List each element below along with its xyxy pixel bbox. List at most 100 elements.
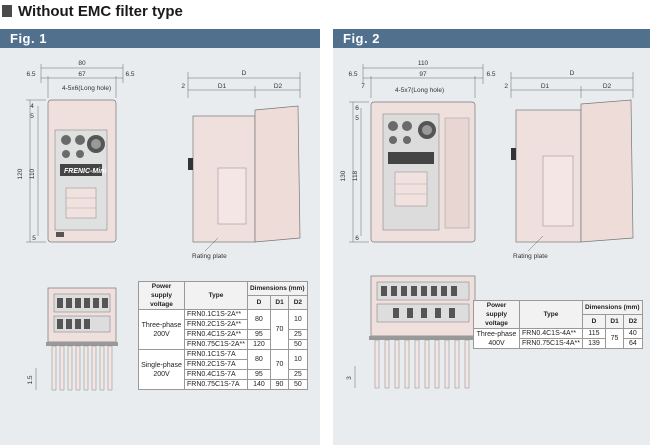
fig1-group2-label: Single-phase 200V — [138, 349, 185, 390]
fig1-th-D1: D1 — [269, 295, 290, 310]
fig1-width-total: 80 — [78, 60, 86, 67]
fig1-bottom-view: 1.5 — [27, 287, 118, 391]
fig1-drawing: 80 67 6.5 6.5 4-5x6(Long hole) 120 110 4… — [17, 60, 301, 391]
page-title-text: Without EMC filter type — [18, 2, 183, 20]
fig2-group-label: Three-phase 400V — [473, 328, 520, 349]
fig1-dimensions-table: Power supply voltage Type Dimensions (mm… — [138, 281, 308, 390]
D1-cell: 90 — [269, 379, 290, 390]
fig1-bottom-fin: 1.5 — [27, 375, 34, 384]
page-title: Without EMC filter type — [0, 0, 183, 22]
fig1-th-D2: D2 — [288, 295, 308, 310]
fig1-top-b: 5 — [30, 113, 34, 120]
fig1-th-type: Type — [184, 281, 248, 310]
fig2-th-D2: D2 — [623, 314, 643, 329]
type-cell: FRN0.75C1S-7A — [184, 379, 248, 390]
fig1-bottom-a: 5 — [32, 235, 36, 242]
fig1-heading: Fig. 1 — [0, 29, 320, 48]
fig2-height-total: 130 — [340, 170, 347, 181]
title-square-icon — [2, 5, 12, 17]
D2-cell: 64 — [623, 338, 643, 349]
D-cell: 120 — [246, 339, 271, 350]
fig2-rating-plate: Rating plate — [513, 253, 548, 260]
fig2-width-total: 110 — [418, 60, 429, 67]
fig1-D2: D2 — [274, 83, 283, 90]
fig2-th-supply: Power supply voltage — [473, 300, 520, 329]
fig2-drawing: 110 97 6.5 6.5 7 4-5x7(Long hole) 130 11… — [340, 60, 634, 389]
fig2-panel: Fig. 2 110 97 6.5 6.5 7 4-5x7(Long hole)… — [333, 29, 650, 445]
D-cell: 115 — [581, 328, 606, 339]
fig2-left-7: 7 — [361, 83, 365, 90]
fig2-bottom-fin: 3 — [346, 376, 353, 380]
D-cell: 95 — [246, 369, 271, 380]
D-cell: 140 — [246, 379, 271, 390]
fig2-dimensions-table: Power supply voltage Type Dimensions (mm… — [473, 300, 643, 349]
type-cell: FRN0.4C1S-7A — [184, 369, 248, 380]
fig2-bottom-a: 6 — [355, 235, 359, 242]
fig1-side-left: 6.5 — [26, 71, 35, 78]
table-row: FRN0.75C1S-4A** 139 64 — [474, 338, 643, 349]
fig2-th-dims: Dimensions (mm) — [581, 300, 643, 315]
fig1-front-view: FRENIC-Mini — [47, 99, 117, 243]
table-row: FRN0.75C1S-7A 140 90 50 — [139, 379, 308, 390]
fig2-th-D1: D1 — [604, 314, 625, 329]
fig1-side-view: 2 D D1 D2 Rating plate — [181, 70, 301, 260]
D-cell: 80 — [246, 349, 271, 370]
fig1-D1: D1 — [218, 83, 227, 90]
fig2-D1: D1 — [541, 83, 550, 90]
fig1-D: D — [242, 70, 247, 77]
type-cell: FRN0.4C1S-4A** — [519, 328, 583, 339]
fig1-group1-label: Three-phase 200V — [138, 309, 185, 350]
fig2-side-left: 6.5 — [348, 71, 357, 78]
D2-cell: 50 — [288, 339, 308, 350]
fig2-side-right: 6.5 — [486, 71, 495, 78]
fig2-th-D: D — [581, 314, 606, 329]
table-row: Single-phase 200V FRN0.1C1S-7A 80 70 10 — [138, 349, 308, 390]
fig1-rating-plate: Rating plate — [192, 253, 227, 260]
D-cell: 95 — [246, 329, 271, 340]
D2-cell: 10 — [288, 309, 308, 330]
fig1-th-dims: Dimensions (mm) — [246, 281, 308, 296]
table-row: Three-phase 400V FRN0.4C1S-4A** 115 75 4… — [473, 328, 643, 349]
type-cell: FRN0.4C1S-2A** — [184, 329, 248, 340]
D2-cell: 25 — [288, 329, 308, 340]
fig1-front-dimensions: 80 67 6.5 6.5 4-5x6(Long hole) 120 110 4… — [17, 60, 135, 243]
fig2-height-inner: 118 — [352, 170, 359, 181]
fig1-hole-label: 4-5x6(Long hole) — [62, 85, 111, 92]
fig2-D: D — [570, 70, 575, 77]
D-cell: 139 — [581, 338, 606, 349]
fig2-heading: Fig. 2 — [333, 29, 650, 48]
D2-cell: 40 — [623, 328, 643, 339]
fig2-width-inner: 97 — [419, 71, 427, 78]
table-row: Three-phase 200V FRN0.1C1S-2A** 80 70 10 — [138, 309, 308, 350]
type-cell: FRN0.75C1S-2A** — [184, 339, 248, 350]
D1-cell: 70 — [269, 349, 290, 380]
fig2-hole-label: 4-5x7(Long hole) — [395, 87, 444, 94]
fig1-height-total: 120 — [17, 168, 24, 179]
D2-cell: 10 — [288, 349, 308, 370]
D1-cell: 75 — [604, 328, 625, 349]
fig2-front-dimensions: 110 97 6.5 6.5 7 4-5x7(Long hole) 130 11… — [340, 60, 496, 243]
fig1-brand-logo: FRENIC-Mini — [64, 168, 107, 175]
fig2-side-view: 2 D D1 D2 Rating plate — [504, 70, 634, 260]
fig1-height-inner: 110 — [29, 168, 36, 179]
D1-cell: 70 — [269, 309, 290, 350]
type-cell: FRN0.1C1S-7A — [184, 349, 248, 360]
fig2-top-b: 5 — [355, 115, 359, 122]
D2-cell: 25 — [288, 369, 308, 380]
fig2-bottom-view: 3 — [346, 275, 477, 389]
type-cell: FRN0.75C1S-4A** — [519, 338, 583, 349]
fig1-panel: Fig. 1 80 67 6.5 6.5 4-5x6(Long hole) 12… — [0, 29, 320, 445]
type-cell: FRN0.2C1S-7A — [184, 359, 248, 370]
fig2-D2: D2 — [603, 83, 612, 90]
fig2-th-type: Type — [519, 300, 583, 329]
fig1-two: 2 — [181, 83, 185, 90]
D-cell: 80 — [246, 309, 271, 330]
D2-cell: 50 — [288, 379, 308, 390]
fig1-side-right: 6.5 — [125, 71, 134, 78]
fig1-th-supply: Power supply voltage — [138, 281, 185, 310]
fig2-top-a: 6 — [355, 105, 359, 112]
type-cell: FRN0.1C1S-2A** — [184, 309, 248, 320]
fig1-width-inner: 67 — [78, 71, 86, 78]
fig1-th-D: D — [246, 295, 271, 310]
fig1-top-a: 4 — [30, 103, 34, 110]
